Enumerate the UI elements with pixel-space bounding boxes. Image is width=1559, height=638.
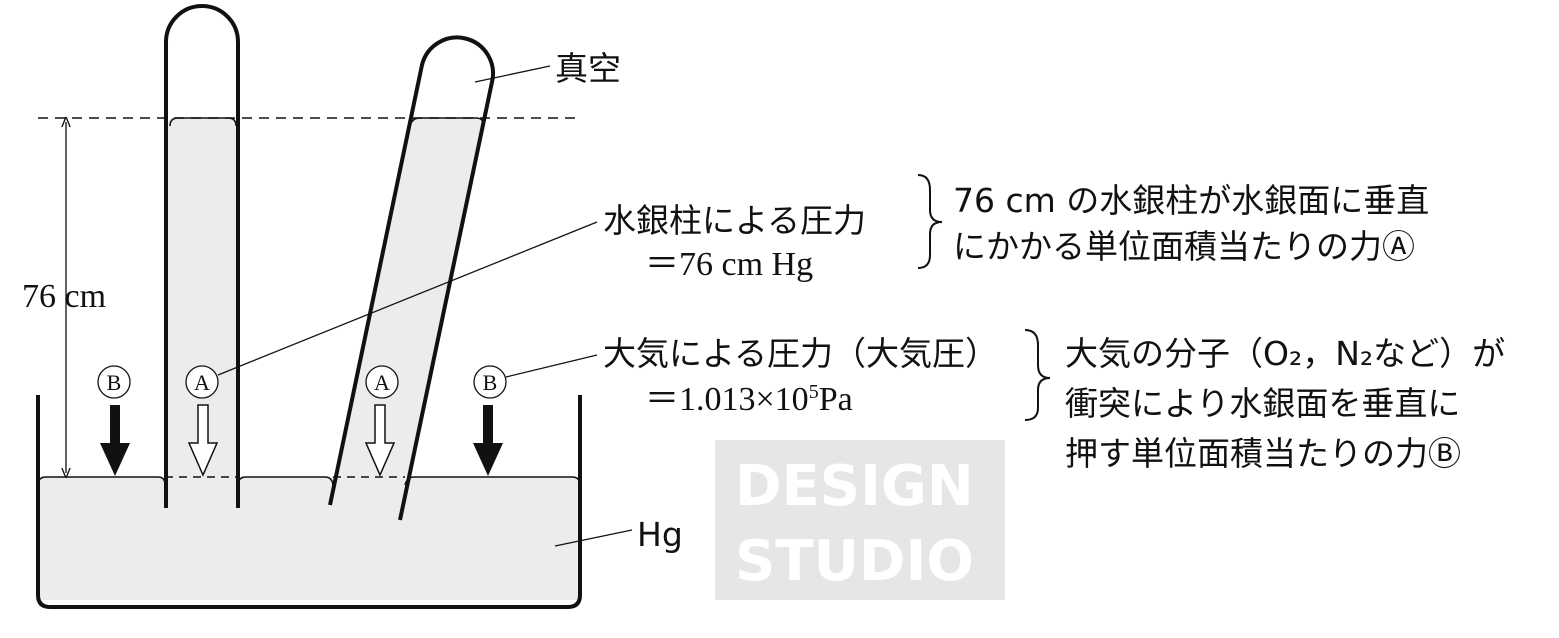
mercury-tank: [36, 395, 582, 609]
marker-b-right: B: [473, 365, 507, 399]
column-pressure-value: ＝76 cm Hg: [645, 246, 813, 283]
right-tube-mercury: [330, 118, 484, 520]
svg-text:B: B: [107, 370, 122, 395]
brace: [1024, 329, 1051, 421]
marker-a-right: A: [365, 365, 399, 399]
left-tube-mercury: [168, 118, 236, 508]
column-pressure-title: 水銀柱による圧力: [603, 201, 866, 240]
svg-text:A: A: [374, 370, 390, 395]
atmospheric-pressure-title: 大気による圧力（大気圧）: [603, 334, 998, 373]
atmospheric-pressure-value: ＝1.013×105Pa: [645, 381, 853, 418]
vertical-tube: [164, 4, 240, 508]
atmospheric-pressure-explanation: 衝突により水銀面を垂直に: [1065, 384, 1460, 423]
svg-text:DESIGN: DESIGN: [735, 454, 974, 519]
marker-b-left: B: [97, 365, 131, 399]
mercury-pool: [38, 477, 580, 600]
svg-text:B: B: [483, 370, 498, 395]
marker-a-left: A: [185, 365, 219, 399]
atmosphere-arrow-left: [100, 405, 130, 476]
svg-text:A: A: [194, 370, 210, 395]
column-arrow-right: [364, 404, 396, 477]
inclined-tube: [328, 35, 495, 521]
atmospheric-pressure-explanation: 大気の分子（O₂，N₂など）が: [1065, 334, 1505, 373]
watermark: DESIGN STUDIO: [715, 440, 1005, 600]
atmosphere-arrow-right: [473, 405, 503, 476]
atmospheric-pressure-explanation: 押す単位面積当たりの力Ⓑ: [1065, 434, 1461, 473]
column-arrow-left: [187, 404, 219, 477]
vacuum-label: 真空: [555, 49, 621, 88]
column-pressure-explanation: 76 cm の水銀柱が水銀面に垂直: [953, 181, 1429, 220]
mercury-label: Hg: [637, 515, 683, 554]
height-label: 76 cm: [22, 278, 106, 315]
svg-text:STUDIO: STUDIO: [735, 529, 974, 594]
column-pressure-explanation: にかかる単位面積当たりの力Ⓐ: [953, 227, 1415, 266]
brace: [917, 174, 943, 269]
